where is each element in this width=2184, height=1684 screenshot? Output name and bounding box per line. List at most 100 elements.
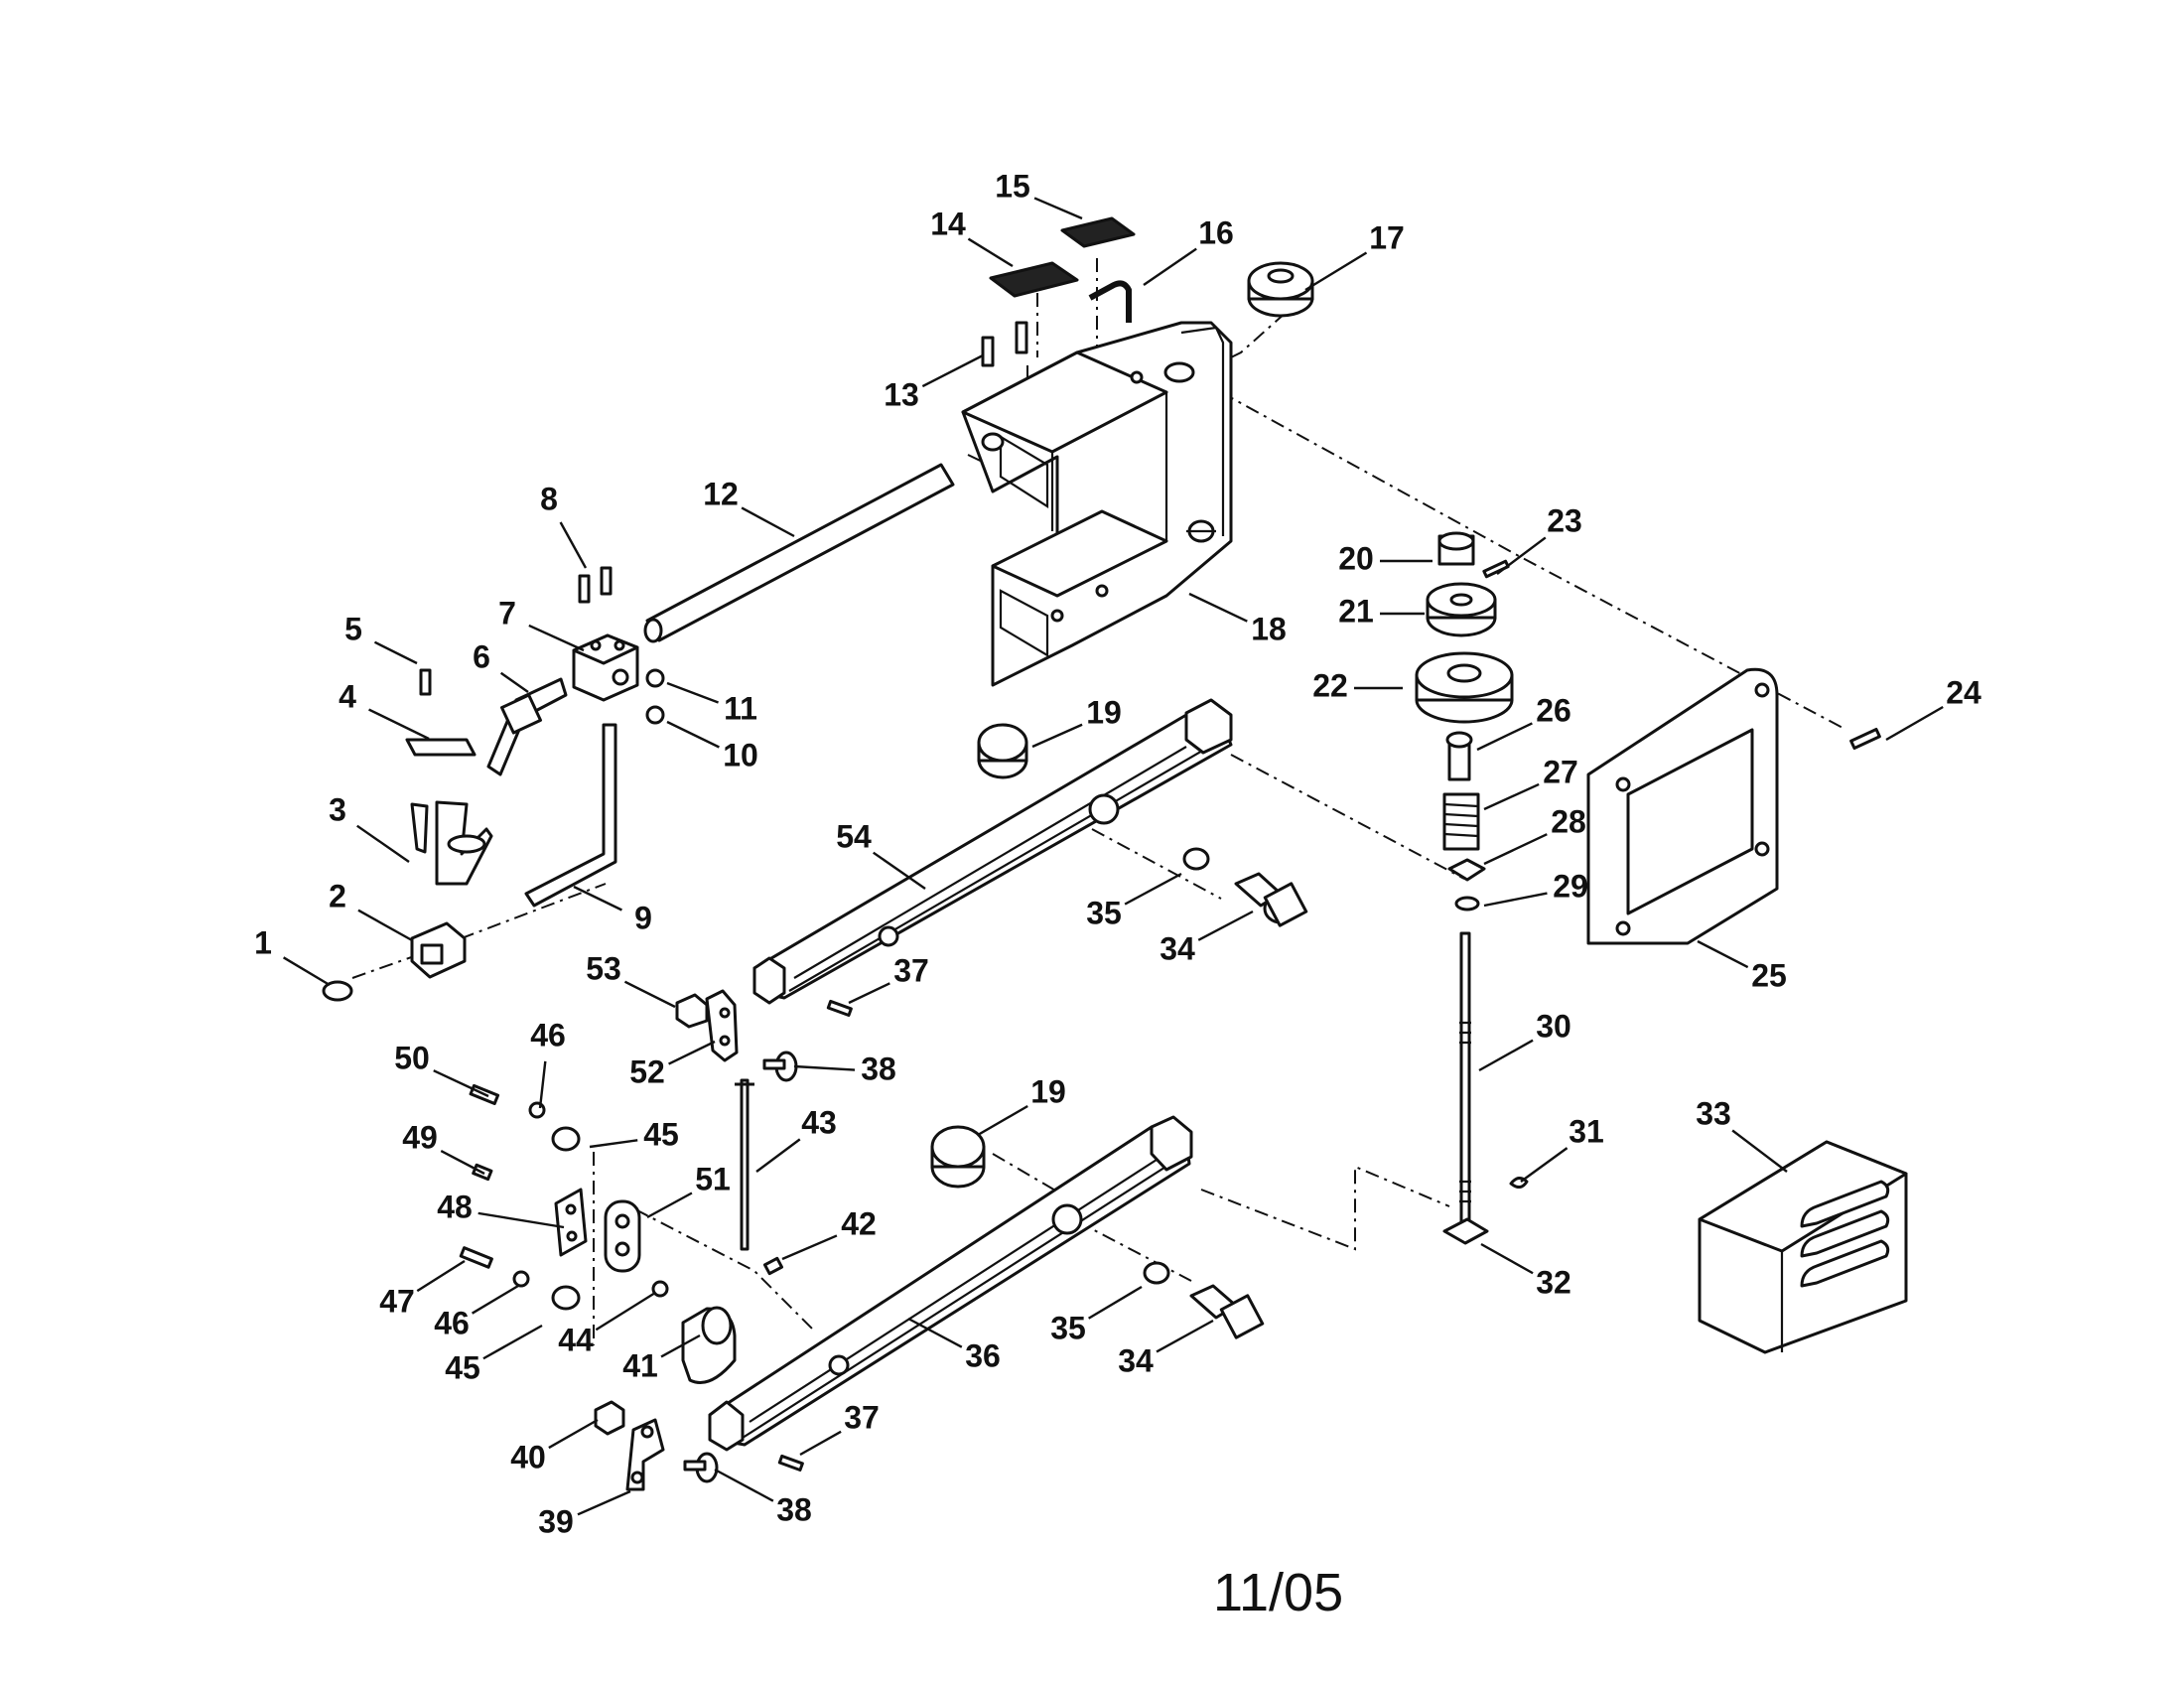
- leader-line-c32: [1480, 1242, 1534, 1275]
- leader-line-c35b: [1088, 1285, 1143, 1320]
- leader-line-c14: [967, 237, 1014, 268]
- screw-38-top: [762, 1051, 798, 1082]
- callout-label-c6: 6: [473, 638, 490, 674]
- callout-label-c1: 1: [254, 924, 272, 960]
- leader-line-c50: [433, 1069, 489, 1098]
- leader-line-c46a: [538, 1060, 547, 1109]
- leader-line-c7: [528, 624, 585, 652]
- date-code: 11/05: [1213, 1563, 1343, 1622]
- callout-label-c16: 16: [1198, 214, 1234, 250]
- nut-11: [645, 668, 665, 688]
- leader-line-c36: [907, 1317, 963, 1348]
- callout-label-c40: 40: [510, 1439, 546, 1474]
- callout-label-c17: 17: [1369, 219, 1405, 255]
- cam-41: [681, 1306, 737, 1384]
- leader-line-c45b: [482, 1324, 543, 1360]
- nut-32: [1442, 1217, 1489, 1245]
- leader-line-c2: [357, 909, 413, 942]
- leader-line-c47: [416, 1259, 466, 1293]
- callout-label-c18: 18: [1251, 611, 1287, 646]
- callout-label-c15: 15: [995, 168, 1030, 204]
- callout-label-c14: 14: [930, 206, 966, 241]
- washer-35-top: [1182, 847, 1210, 871]
- screw-5: [419, 668, 432, 696]
- pin-16: [1088, 280, 1132, 323]
- leader-line-c13: [921, 353, 984, 388]
- nut-28: [1447, 858, 1486, 882]
- block-7: [572, 633, 639, 702]
- leader-line-c43: [755, 1138, 801, 1173]
- callout-label-c45b: 45: [445, 1349, 480, 1385]
- clamp-3: [410, 800, 493, 886]
- leader-line-c5: [373, 640, 418, 665]
- leader-line-c40: [548, 1418, 599, 1450]
- callout-label-c33: 33: [1696, 1095, 1731, 1131]
- screws-13: [981, 321, 1028, 367]
- spacer-19-bottom: [930, 1125, 986, 1189]
- callout-label-c29: 29: [1553, 868, 1588, 904]
- callout-label-c46a: 46: [530, 1017, 566, 1052]
- leader-line-c42: [781, 1234, 838, 1261]
- callout-label-c30: 30: [1536, 1008, 1571, 1044]
- leader-line-c18: [1188, 592, 1248, 623]
- leader-line-c39: [577, 1489, 631, 1516]
- leader-line-c37b: [799, 1430, 842, 1457]
- knob-17: [1247, 261, 1314, 318]
- washer-46-top: [528, 1101, 546, 1119]
- leader-line-c48: [478, 1211, 565, 1229]
- callout-label-c5: 5: [344, 611, 362, 646]
- washer-29: [1454, 896, 1480, 912]
- callout-label-c22: 22: [1312, 667, 1348, 703]
- callout-label-c41: 41: [622, 1347, 658, 1383]
- spring-27: [1442, 792, 1480, 851]
- callout-label-c50: 50: [394, 1040, 430, 1075]
- leader-line-c44: [595, 1291, 656, 1332]
- callout-label-c46b: 46: [434, 1305, 470, 1340]
- callout-label-c13: 13: [884, 376, 919, 412]
- knob-34-top: [1234, 872, 1308, 927]
- callout-label-c20: 20: [1338, 540, 1374, 576]
- leader-line-c41: [660, 1333, 701, 1358]
- setscrew-42: [762, 1256, 784, 1276]
- screw-47: [459, 1246, 493, 1269]
- nut-53: [675, 993, 709, 1029]
- leader-line-c6: [499, 671, 529, 693]
- plate-48: [554, 1188, 588, 1257]
- callout-label-c54: 54: [836, 818, 872, 854]
- block-2: [410, 921, 467, 979]
- leader-line-c9: [573, 885, 622, 912]
- washer-44: [651, 1280, 669, 1298]
- leader-line-c31: [1520, 1147, 1569, 1183]
- pin-23: [1482, 559, 1510, 579]
- callout-label-c35a: 35: [1086, 895, 1122, 930]
- leader-line-c53: [623, 980, 676, 1009]
- label-14: [989, 261, 1079, 298]
- leader-line-c27: [1483, 782, 1540, 811]
- leader-line-c35a: [1124, 872, 1182, 906]
- leader-line-c16: [1143, 247, 1197, 286]
- washer-1: [322, 980, 353, 1002]
- callout-label-c36: 36: [965, 1337, 1001, 1373]
- leader-line-c37a: [848, 982, 890, 1005]
- callout-label-c28: 28: [1551, 803, 1586, 839]
- callout-label-c23: 23: [1547, 502, 1582, 538]
- bushing-45-top: [551, 1126, 581, 1152]
- callout-label-c12: 12: [703, 476, 739, 511]
- screws-8: [578, 566, 613, 604]
- leader-line-c25: [1697, 939, 1749, 969]
- screw-24: [1849, 727, 1881, 751]
- callout-label-c19a: 19: [1086, 694, 1122, 730]
- handle-6: [486, 677, 568, 776]
- leader-line-c8: [559, 521, 588, 569]
- callout-label-c37a: 37: [893, 952, 929, 988]
- leader-line-c45a: [589, 1139, 638, 1149]
- callout-label-c47: 47: [379, 1283, 415, 1319]
- leader-line-c46b: [471, 1284, 519, 1315]
- callout-leaders: [282, 197, 1944, 1516]
- leader-line-c51: [646, 1192, 693, 1219]
- callout-label-c34b: 34: [1118, 1342, 1154, 1378]
- leader-line-c38a: [793, 1064, 856, 1071]
- callout-label-c35b: 35: [1050, 1310, 1086, 1345]
